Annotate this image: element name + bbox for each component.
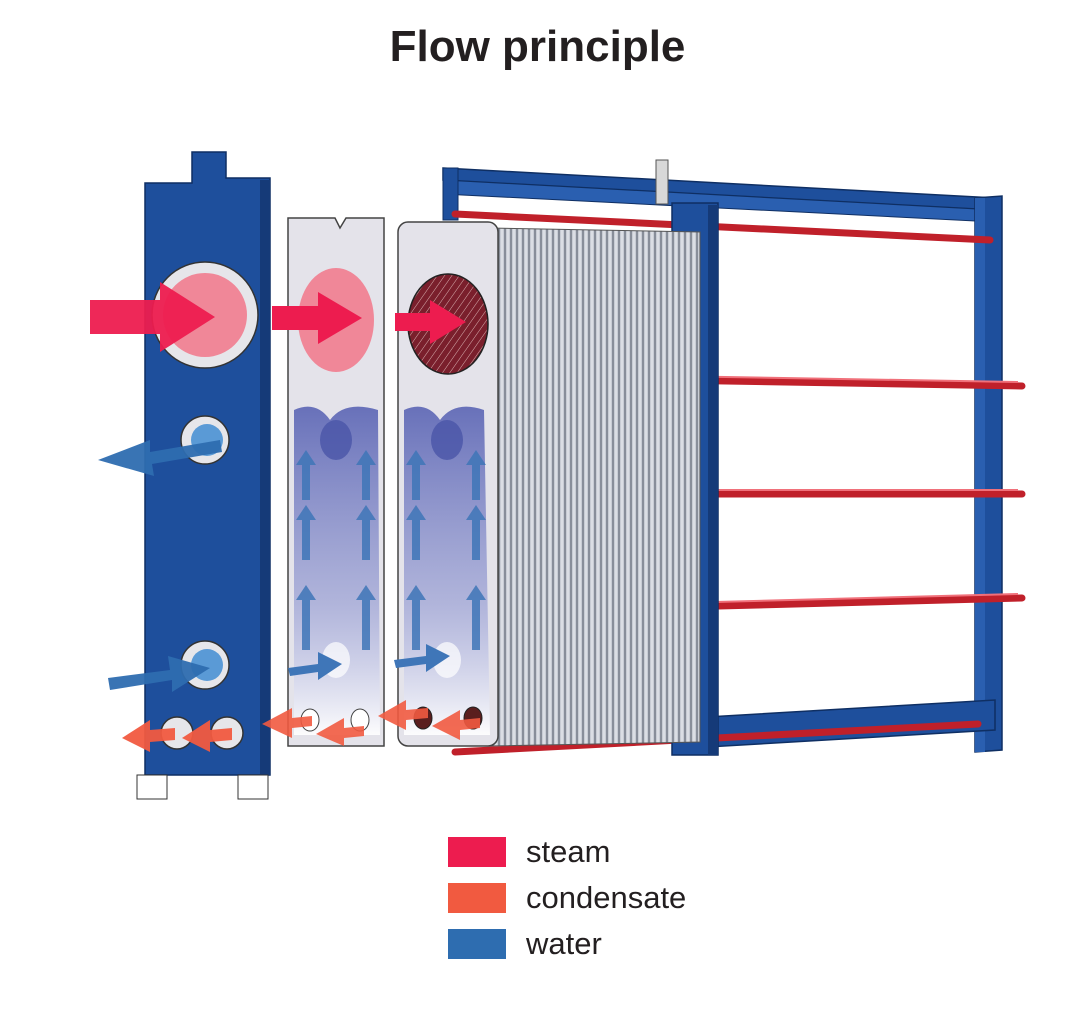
diagram-title: Flow principle (389, 22, 686, 71)
legend-swatch-steam (448, 837, 506, 867)
legend-label-water: water (526, 926, 602, 961)
legend-label-steam: steam (526, 834, 611, 869)
legend-swatch-condensate (448, 883, 506, 913)
steam-arrows (90, 282, 466, 352)
condensate-arrows (122, 700, 480, 752)
plate-pack (489, 227, 701, 747)
legend-swatch-water (448, 929, 506, 959)
water-arrows (98, 440, 486, 692)
legend-label-condensate: condensate (526, 880, 687, 915)
frame-plate (136, 151, 271, 800)
support-frame (442, 159, 1003, 753)
gasketed-plate-rear (397, 221, 499, 747)
